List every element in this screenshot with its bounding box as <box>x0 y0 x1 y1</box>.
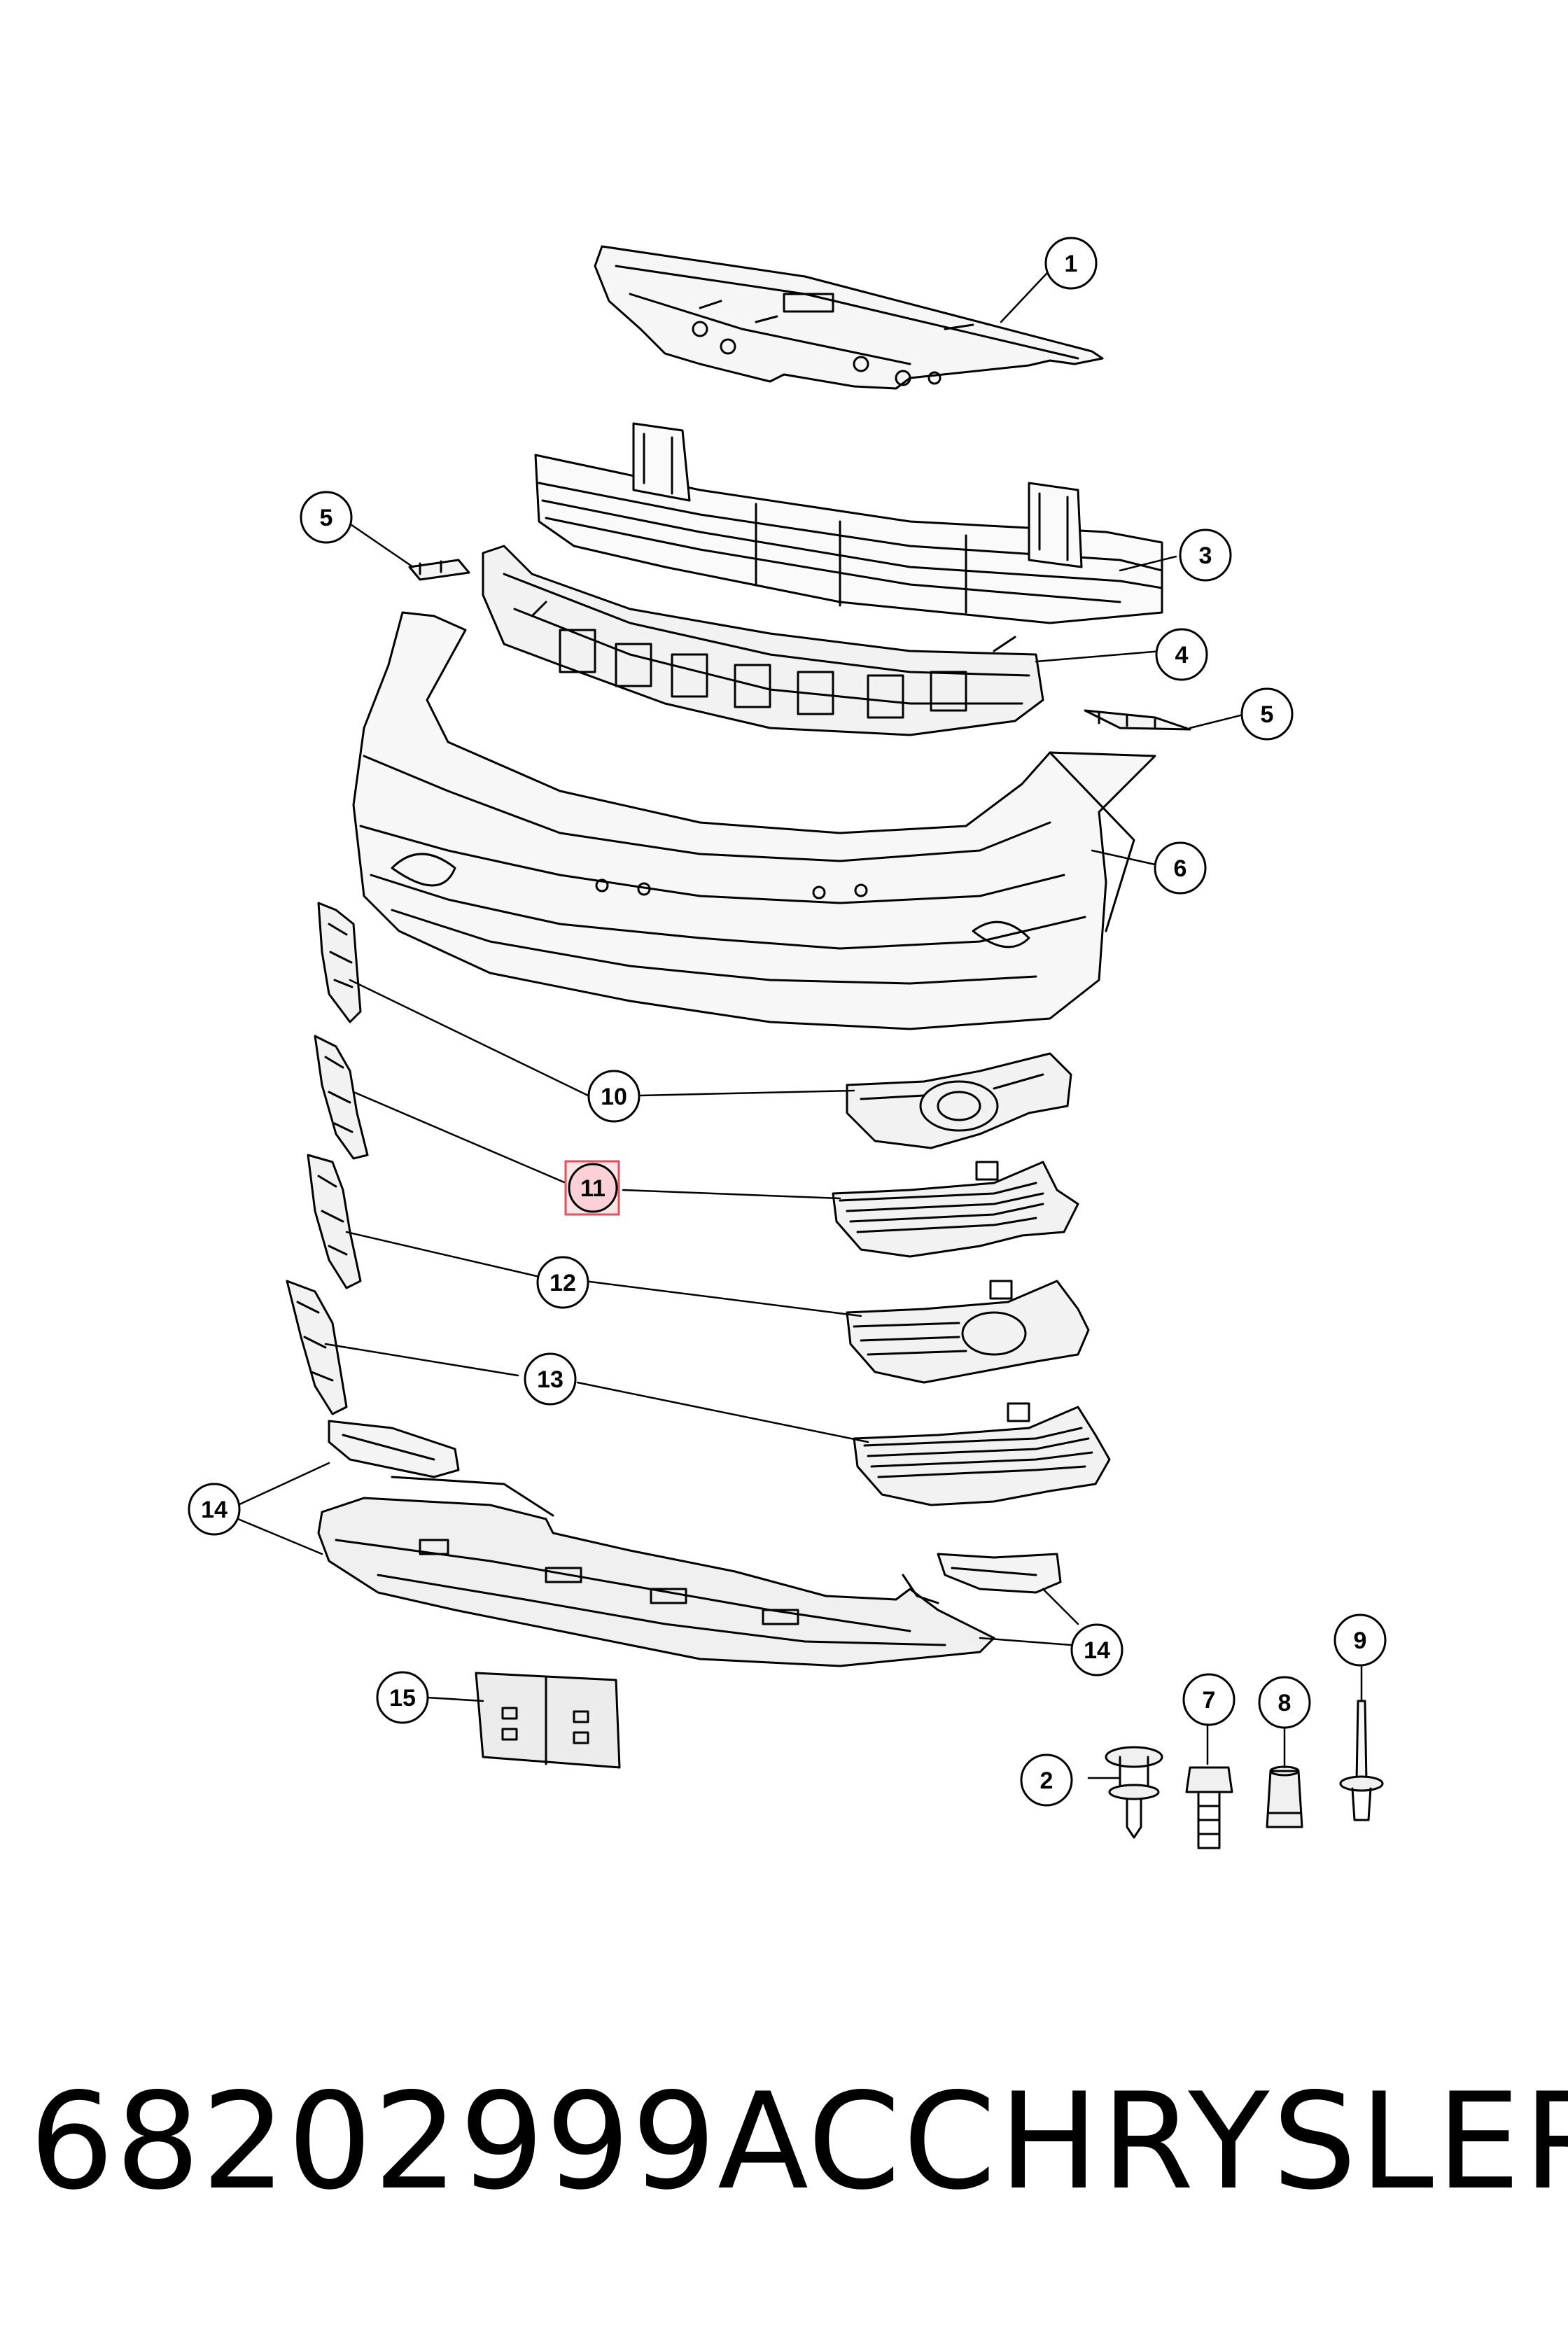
part-11-grille-insert <box>314 1035 1079 1258</box>
callout-10-label: 10 <box>601 1084 627 1110</box>
callout-9-label: 9 <box>1354 1628 1367 1654</box>
callout-6: 6 <box>1154 841 1207 895</box>
callout-13: 13 <box>524 1352 577 1406</box>
callout-14-right-label: 14 <box>1084 1637 1110 1664</box>
callout-14-left-label: 14 <box>201 1497 227 1523</box>
brand-name: CHRYSLER <box>903 2064 1568 2219</box>
part-10-grille-insert <box>317 902 1072 1149</box>
callout-7: 7 <box>1182 1673 1236 1726</box>
callout-12: 12 <box>536 1256 589 1309</box>
part-5-bracket-right <box>1084 709 1191 731</box>
callout-6-label: 6 <box>1174 855 1187 882</box>
callout-5-left: 5 <box>300 491 353 544</box>
callout-14-right: 14 <box>1070 1623 1124 1676</box>
part-14-deflector-left <box>328 1420 460 1478</box>
part-1-upper-cover <box>594 245 1104 390</box>
part-12-grille-insert <box>307 1154 1090 1384</box>
callout-8-label: 8 <box>1278 1690 1292 1716</box>
callout-5-right: 5 <box>1240 687 1294 741</box>
callouts: 1 2 3 4 5 5 6 7 <box>188 237 1387 1807</box>
callout-2-label: 2 <box>1040 1768 1054 1794</box>
part-number: 68202999AC <box>29 2064 902 2219</box>
part-5-bracket-left <box>408 559 470 581</box>
part-8-nut <box>1266 1765 1303 1828</box>
part-2-push-pin <box>1105 1746 1163 1839</box>
part-15-license-bracket <box>475 1672 621 1769</box>
caption-bar: 68202999AC CHRYSLER <box>0 2051 1568 2233</box>
callout-11-highlighted: 11 <box>564 1160 620 1216</box>
callout-15-label: 15 <box>389 1685 416 1712</box>
callout-13-label: 13 <box>537 1366 564 1393</box>
part-4-energy-absorber <box>482 545 1044 736</box>
callout-14-left: 14 <box>188 1483 241 1536</box>
callout-1-label: 1 <box>1065 251 1078 277</box>
part-7-bolt <box>1185 1766 1233 1849</box>
callout-7-label: 7 <box>1203 1687 1216 1714</box>
part-14-lower-shield <box>317 1476 995 1667</box>
callout-4-label: 4 <box>1175 642 1189 668</box>
part-3-reinforcement-beam <box>534 422 1163 624</box>
callout-15: 15 <box>376 1671 429 1724</box>
callout-3: 3 <box>1179 528 1232 582</box>
part-6-bumper-fascia <box>352 611 1156 1030</box>
callout-2: 2 <box>1020 1754 1073 1807</box>
callout-8: 8 <box>1258 1676 1311 1729</box>
callout-12-label: 12 <box>550 1270 576 1296</box>
callout-4: 4 <box>1155 628 1208 681</box>
part-9-rivet <box>1339 1700 1384 1821</box>
callout-1: 1 <box>1044 237 1098 290</box>
callout-3-label: 3 <box>1199 542 1212 569</box>
callout-5-left-label: 5 <box>320 505 333 531</box>
callout-9: 9 <box>1334 1614 1387 1667</box>
callout-5-right-label: 5 <box>1261 701 1274 728</box>
callout-10: 10 <box>587 1070 640 1123</box>
part-14-deflector-right <box>937 1553 1062 1594</box>
callout-11-label: 11 <box>580 1175 606 1202</box>
part-13-grille-insert <box>286 1280 1111 1506</box>
